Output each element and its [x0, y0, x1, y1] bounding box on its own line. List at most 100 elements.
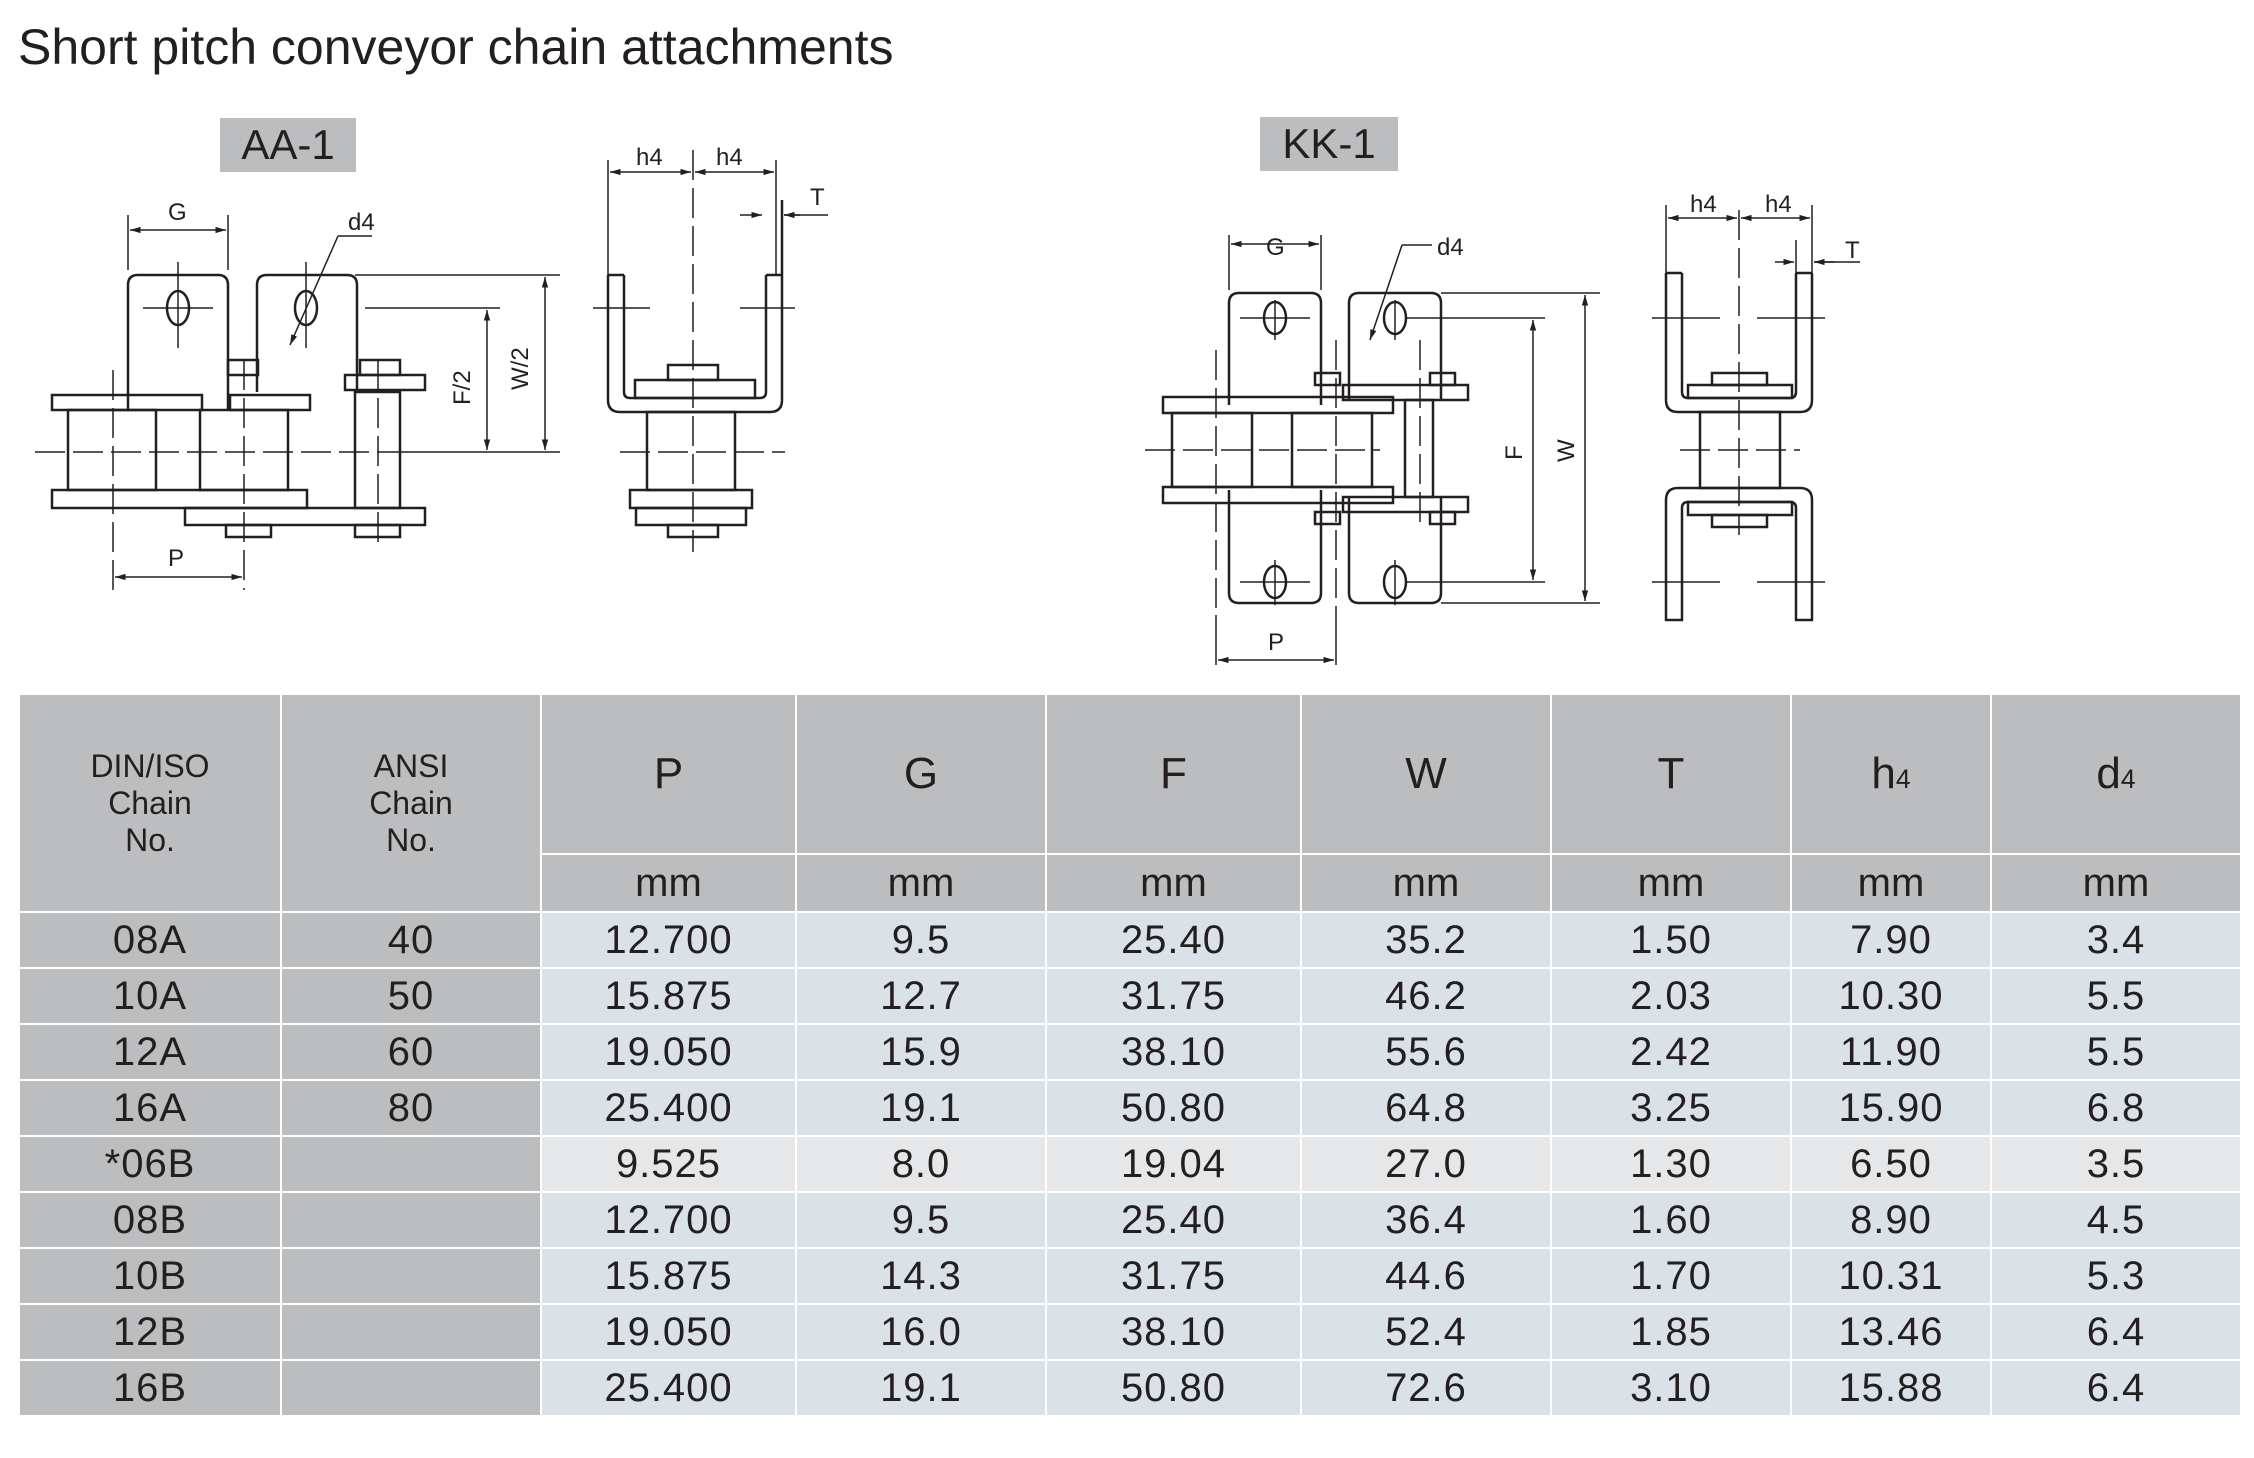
cell-p: 19.050 [540, 1303, 797, 1361]
aa1-end-dimensions [593, 150, 828, 552]
cell-ansi-chain-no [280, 1247, 542, 1305]
dim-label-f-half: F/2 [449, 370, 476, 405]
unit-g: mm [795, 853, 1047, 913]
header-ansi-chain-no: ANSI Chain No. [280, 693, 542, 913]
unit-w: mm [1300, 853, 1552, 913]
cell-d4: 5.5 [1990, 1023, 2242, 1081]
cell-t: 1.30 [1550, 1135, 1792, 1193]
cell-p: 12.700 [540, 1191, 797, 1249]
cell-ansi-chain-no: 50 [280, 967, 542, 1025]
cell-g: 15.9 [795, 1023, 1047, 1081]
cell-p: 25.400 [540, 1079, 797, 1137]
cell-w: 27.0 [1300, 1135, 1552, 1193]
header-g: G [795, 693, 1047, 855]
cell-f: 38.10 [1045, 1303, 1302, 1361]
cell-d4: 5.3 [1990, 1247, 2242, 1305]
header-t: T [1550, 693, 1792, 855]
cell-p: 19.050 [540, 1023, 797, 1081]
dim-label-d4: d4 [1437, 234, 1464, 261]
dim-label-h4-left: h4 [1690, 191, 1717, 218]
dim-label-w: W [1553, 439, 1580, 462]
unit-p: mm [540, 853, 797, 913]
cell-d4: 6.8 [1990, 1079, 2242, 1137]
cell-h4: 6.50 [1790, 1135, 1992, 1193]
cell-w: 72.6 [1300, 1359, 1552, 1417]
cell-f: 31.75 [1045, 967, 1302, 1025]
cell-d4: 3.5 [1990, 1135, 2242, 1193]
kk1-centerlines [1145, 293, 1600, 615]
cell-p: 15.875 [540, 1247, 797, 1305]
cell-t: 1.50 [1550, 911, 1792, 969]
cell-t: 2.03 [1550, 967, 1792, 1025]
dim-label-g: G [1266, 234, 1285, 261]
cell-w: 64.8 [1300, 1079, 1552, 1137]
cell-t: 1.70 [1550, 1247, 1792, 1305]
dim-label-f: F [1501, 445, 1528, 460]
cell-h4: 15.90 [1790, 1079, 1992, 1137]
cell-w: 55.6 [1300, 1023, 1552, 1081]
dim-label-g: G [168, 199, 187, 226]
cell-p: 9.525 [540, 1135, 797, 1193]
header-d4: d4 [1990, 693, 2242, 855]
cell-p: 25.400 [540, 1359, 797, 1417]
cell-din-iso-chain-no: 08B [18, 1191, 282, 1249]
cell-ansi-chain-no [280, 1303, 542, 1361]
kk1-end-dimensions [1652, 205, 1860, 582]
cell-h4: 11.90 [1790, 1023, 1992, 1081]
cell-din-iso-chain-no: 16A [18, 1079, 282, 1137]
attachment-type-badge-kk1: KK-1 [1260, 117, 1398, 171]
cell-din-iso-chain-no: 10B [18, 1247, 282, 1305]
cell-d4: 4.5 [1990, 1191, 2242, 1249]
cell-w: 35.2 [1300, 911, 1552, 969]
cell-g: 8.0 [795, 1135, 1047, 1193]
cell-g: 19.1 [795, 1079, 1047, 1137]
cell-din-iso-chain-no: *06B [18, 1135, 282, 1193]
cell-ansi-chain-no [280, 1191, 542, 1249]
cell-f: 50.80 [1045, 1079, 1302, 1137]
unit-h4: mm [1790, 853, 1992, 913]
cell-d4: 3.4 [1990, 911, 2242, 969]
chain-dimensions-table: DIN/ISO Chain No. ANSI Chain No. P G F W… [18, 693, 2242, 1417]
header-din-iso-chain-no: DIN/ISO Chain No. [18, 693, 282, 913]
cell-p: 12.700 [540, 911, 797, 969]
cell-f: 19.04 [1045, 1135, 1302, 1193]
dim-label-h4-right: h4 [716, 144, 743, 171]
cell-g: 12.7 [795, 967, 1047, 1025]
dim-label-p: P [1268, 629, 1284, 656]
header-w: W [1300, 693, 1552, 855]
cell-ansi-chain-no: 60 [280, 1023, 542, 1081]
cell-h4: 15.88 [1790, 1359, 1992, 1417]
cell-f: 25.40 [1045, 1191, 1302, 1249]
cell-h4: 13.46 [1790, 1303, 1992, 1361]
cell-f: 31.75 [1045, 1247, 1302, 1305]
cell-g: 14.3 [795, 1247, 1047, 1305]
cell-din-iso-chain-no: 10A [18, 967, 282, 1025]
cell-f: 25.40 [1045, 911, 1302, 969]
aa1-dimensions [115, 215, 549, 581]
cell-w: 36.4 [1300, 1191, 1552, 1249]
header-h4: h4 [1790, 693, 1992, 855]
cell-f: 38.10 [1045, 1023, 1302, 1081]
cell-d4: 6.4 [1990, 1303, 2242, 1361]
cell-ansi-chain-no [280, 1135, 542, 1193]
cell-w: 44.6 [1300, 1247, 1552, 1305]
kk1-side-view [1163, 293, 1468, 603]
dim-label-t: T [1845, 237, 1860, 264]
unit-f: mm [1045, 853, 1302, 913]
cell-f: 50.80 [1045, 1359, 1302, 1417]
dim-label-t: T [810, 184, 825, 211]
cell-ansi-chain-no: 40 [280, 911, 542, 969]
cell-din-iso-chain-no: 08A [18, 911, 282, 969]
aa1-centerlines [35, 262, 560, 590]
cell-din-iso-chain-no: 12B [18, 1303, 282, 1361]
dim-label-p: P [168, 545, 184, 572]
cell-g: 19.1 [795, 1359, 1047, 1417]
cell-h4: 10.31 [1790, 1247, 1992, 1305]
